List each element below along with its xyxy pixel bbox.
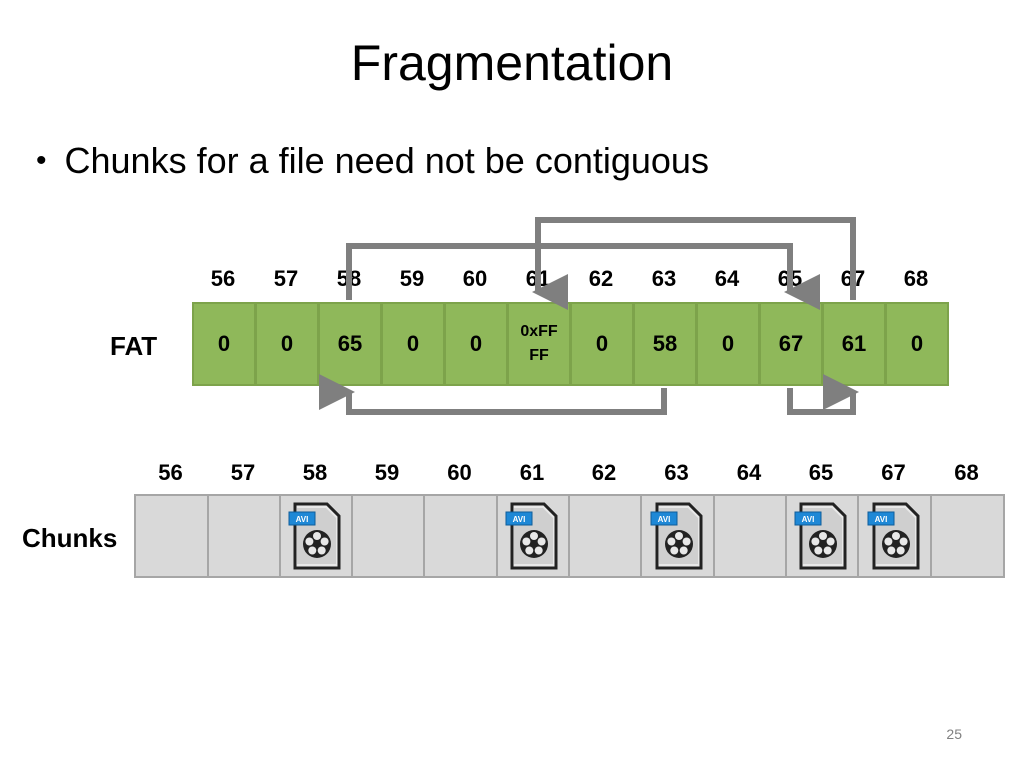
chunk-index-62: 62 (591, 460, 617, 485)
chain-arrow-65-to-67 (787, 374, 859, 415)
chunk-index-63: 63 (664, 460, 689, 485)
fat-entry-60: 0 (444, 302, 508, 386)
fat-entry-57: 0 (255, 302, 319, 386)
fat-entry-65: 67 (759, 302, 823, 386)
slide-title: Fragmentation (350, 35, 674, 91)
svg-text:AVI: AVI (296, 515, 309, 524)
fat-index-56: 56 (210, 266, 236, 291)
bullet-text: Chunks for a file need not be contiguous (64, 140, 709, 181)
chain-arrow-67-to-61 (532, 217, 856, 310)
bullet-dot-icon: • (36, 144, 47, 177)
avi-file-icon: AVI (504, 502, 560, 572)
bullet-point: • Chunks for a file need not be contiguo… (36, 140, 709, 182)
chunk-index-59: 59 (374, 460, 400, 485)
chain-arrow-58-to-65 (346, 243, 820, 310)
fat-entry-64: 0 (696, 302, 760, 386)
chunk-index-65: 65 (808, 460, 834, 485)
chunk-index-64: 64 (736, 460, 762, 485)
fat-entry-67: 61 (822, 302, 886, 386)
svg-text:AVI: AVI (513, 515, 526, 524)
chunk-index-56: 56 (158, 460, 183, 485)
chunk-index-57: 57 (230, 460, 256, 485)
avi-file-icon: AVI (287, 502, 343, 572)
chunk-index-60: 60 (447, 460, 472, 485)
fat-entry-62: 0 (570, 302, 634, 386)
chunk-index-58: 58 (302, 460, 328, 485)
svg-text:AVI: AVI (874, 515, 887, 524)
avi-file-icon: AVI (649, 502, 705, 572)
avi-file-icon: AVI (866, 502, 922, 572)
fat-entry-56: 0 (192, 302, 256, 386)
chunk-block-68 (930, 494, 1005, 578)
chunk-block-64 (713, 494, 787, 578)
fat-entry-63: 58 (633, 302, 697, 386)
fat-index-60: 60 (462, 266, 488, 291)
fat-index-63: 63 (651, 266, 677, 291)
avi-file-icon: AVI (793, 502, 849, 572)
fat-entry-68: 0 (885, 302, 949, 386)
chunk-block-60 (423, 494, 498, 578)
chunk-block-57 (207, 494, 281, 578)
chunk-index-67: 67 (881, 460, 906, 485)
chunks-label: Chunks (22, 523, 118, 553)
page-number: 25 (946, 726, 962, 742)
fat-index-57: 57 (273, 266, 299, 291)
fat-index-62: 62 (588, 266, 614, 291)
svg-text:AVI: AVI (802, 515, 815, 524)
chunk-index-68: 68 (954, 460, 979, 485)
fat-label: FAT (110, 331, 158, 361)
fat-index-68: 68 (903, 266, 929, 291)
chunk-index-61: 61 (519, 460, 545, 485)
svg-text:AVI: AVI (657, 515, 670, 524)
fat-index-59: 59 (399, 266, 425, 291)
fat-index-64: 64 (714, 266, 740, 291)
chain-arrow-63-to-58 (319, 374, 667, 415)
